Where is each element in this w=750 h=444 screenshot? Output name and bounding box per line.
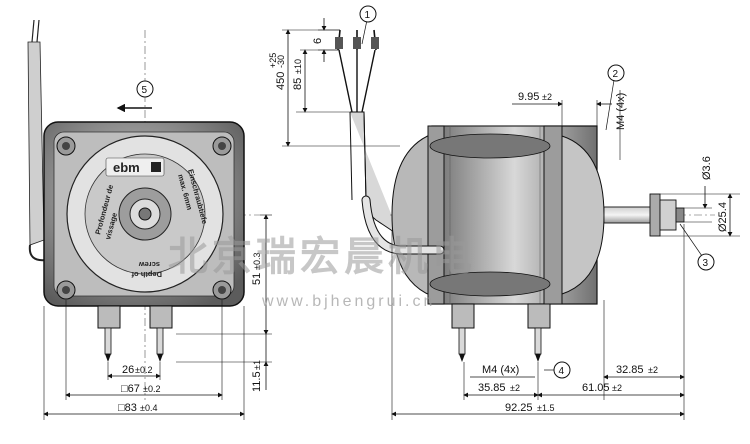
corner-screws xyxy=(56,136,232,300)
lead-wire-end-2 xyxy=(36,19,40,43)
lead-wire-end xyxy=(31,19,35,43)
winding-bottom xyxy=(429,271,551,297)
shaft-tip xyxy=(675,207,685,223)
shaft-collar xyxy=(659,199,677,231)
wire-strip-1 xyxy=(335,37,343,49)
dim-3-6: Ø3.6 xyxy=(701,156,713,180)
front-cap xyxy=(561,135,605,295)
watermark-text: 北京瑞宏晨机电 xyxy=(168,234,476,280)
side-stud-tip-left xyxy=(459,354,465,362)
dim-32-85-tol: ±2 xyxy=(648,365,658,375)
callout-5-label: 5 xyxy=(142,85,148,96)
side-view: 2 3 4 xyxy=(361,64,715,379)
mount-foot-right xyxy=(149,305,173,329)
callout-2-circle xyxy=(607,64,625,82)
dim-85: 85 xyxy=(292,78,304,90)
side-dimensions: 9.95 ±2 M4 (4x) Ø3.6 Ø25.4 M4 (4x) 35.85… xyxy=(391,90,740,420)
callout-1-label: 1 xyxy=(365,10,371,21)
brand-logo: ebm xyxy=(113,160,140,175)
dim-92-25-tol: ±1.5 xyxy=(537,403,554,413)
dim-25-4: Ø25.4 xyxy=(717,202,729,232)
side-mount-foot-right xyxy=(527,303,551,329)
callout-1-circle xyxy=(359,5,377,23)
callout-3-label: 3 xyxy=(703,258,709,269)
dim-83-tol: ±0.4 xyxy=(140,403,157,413)
motor-shaft xyxy=(603,206,655,224)
dim-61-05: 61.05 xyxy=(582,382,610,394)
callout-2-label: 2 xyxy=(613,69,619,80)
dim-26-tol: ±0.2 xyxy=(135,365,152,375)
dim-35-85-tol: ±2 xyxy=(510,383,520,393)
dim-35-85: 35.85 xyxy=(478,382,506,394)
side-mount-foot-left xyxy=(451,303,475,329)
dim-32-85: 32.85 xyxy=(616,364,644,376)
dim-11-5: 11.5 xyxy=(251,371,263,392)
lead-wire: 1 xyxy=(335,5,401,237)
callout-4-label: 4 xyxy=(559,366,565,377)
mount-foot-left xyxy=(97,305,121,329)
brand-plate xyxy=(105,157,165,177)
front-bracket xyxy=(543,125,563,305)
cable-bend xyxy=(362,196,444,254)
top-dimensions: 6 85 ±10 450 +25 -30 xyxy=(268,18,400,147)
lead-wire-tube xyxy=(27,41,45,246)
watermark: 北京瑞宏晨机电 www.bjhengrui.cn xyxy=(168,234,476,310)
dim-6: 6 xyxy=(312,38,324,44)
side-stud-left xyxy=(458,327,466,355)
dim-9-95: 9.95 xyxy=(518,91,539,103)
dim-m4-top: M4 (4x) xyxy=(615,93,627,130)
dim-9-95-tol: ±2 xyxy=(542,92,552,102)
winding-top xyxy=(429,133,551,159)
dim-11-5-tol: ±1 xyxy=(252,360,262,370)
dim-450: 450 xyxy=(275,72,287,90)
mount-stud-left xyxy=(104,327,112,355)
side-stud-tip-right xyxy=(535,354,541,362)
dim-67-tol: ±0.2 xyxy=(143,384,160,394)
dim-61-05-tol: ±2 xyxy=(612,383,622,393)
shaft-hub xyxy=(649,193,661,237)
watermark-url: www.bjhengrui.cn xyxy=(261,293,435,310)
dim-26: 26 xyxy=(122,364,134,376)
dim-51-tol: ±0.3 xyxy=(252,253,262,270)
side-stud-right xyxy=(534,327,542,355)
callout-3-circle xyxy=(697,253,715,271)
dim-51: 51 xyxy=(251,273,263,285)
dim-85-tol: ±10 xyxy=(293,59,303,74)
brand-mark-icon xyxy=(151,162,161,172)
rear-cap xyxy=(391,133,433,297)
dim-67: □67 xyxy=(121,383,140,395)
shaft-end xyxy=(138,207,152,221)
etch-bottom-1: Depth of xyxy=(131,270,162,279)
dim-83: □83 xyxy=(118,402,137,414)
dim-450-tol-bot: -30 xyxy=(276,55,286,68)
callout-5-circle xyxy=(136,80,154,98)
wire-strip-2 xyxy=(353,37,361,49)
rear-bracket xyxy=(427,125,445,305)
etch-bottom-2: screw xyxy=(139,260,160,269)
stud-tip-right xyxy=(157,354,163,362)
callout-4-circle xyxy=(553,361,571,379)
front-dimensions: 26 ±0.2 □67 ±0.2 □83 ±0.4 51 ±0.3 11.5 ±… xyxy=(43,214,272,420)
front-view: ebm Profondeur de vissage Einschraubtief… xyxy=(27,19,260,400)
stud-tip-left xyxy=(105,354,111,362)
dim-92-25: 92.25 xyxy=(505,402,533,414)
dim-m4-bottom: M4 (4x) xyxy=(482,364,519,376)
wire-strip-3 xyxy=(371,37,379,49)
mount-stud-right xyxy=(156,327,164,355)
dim-450-tol-top: +25 xyxy=(268,53,278,68)
